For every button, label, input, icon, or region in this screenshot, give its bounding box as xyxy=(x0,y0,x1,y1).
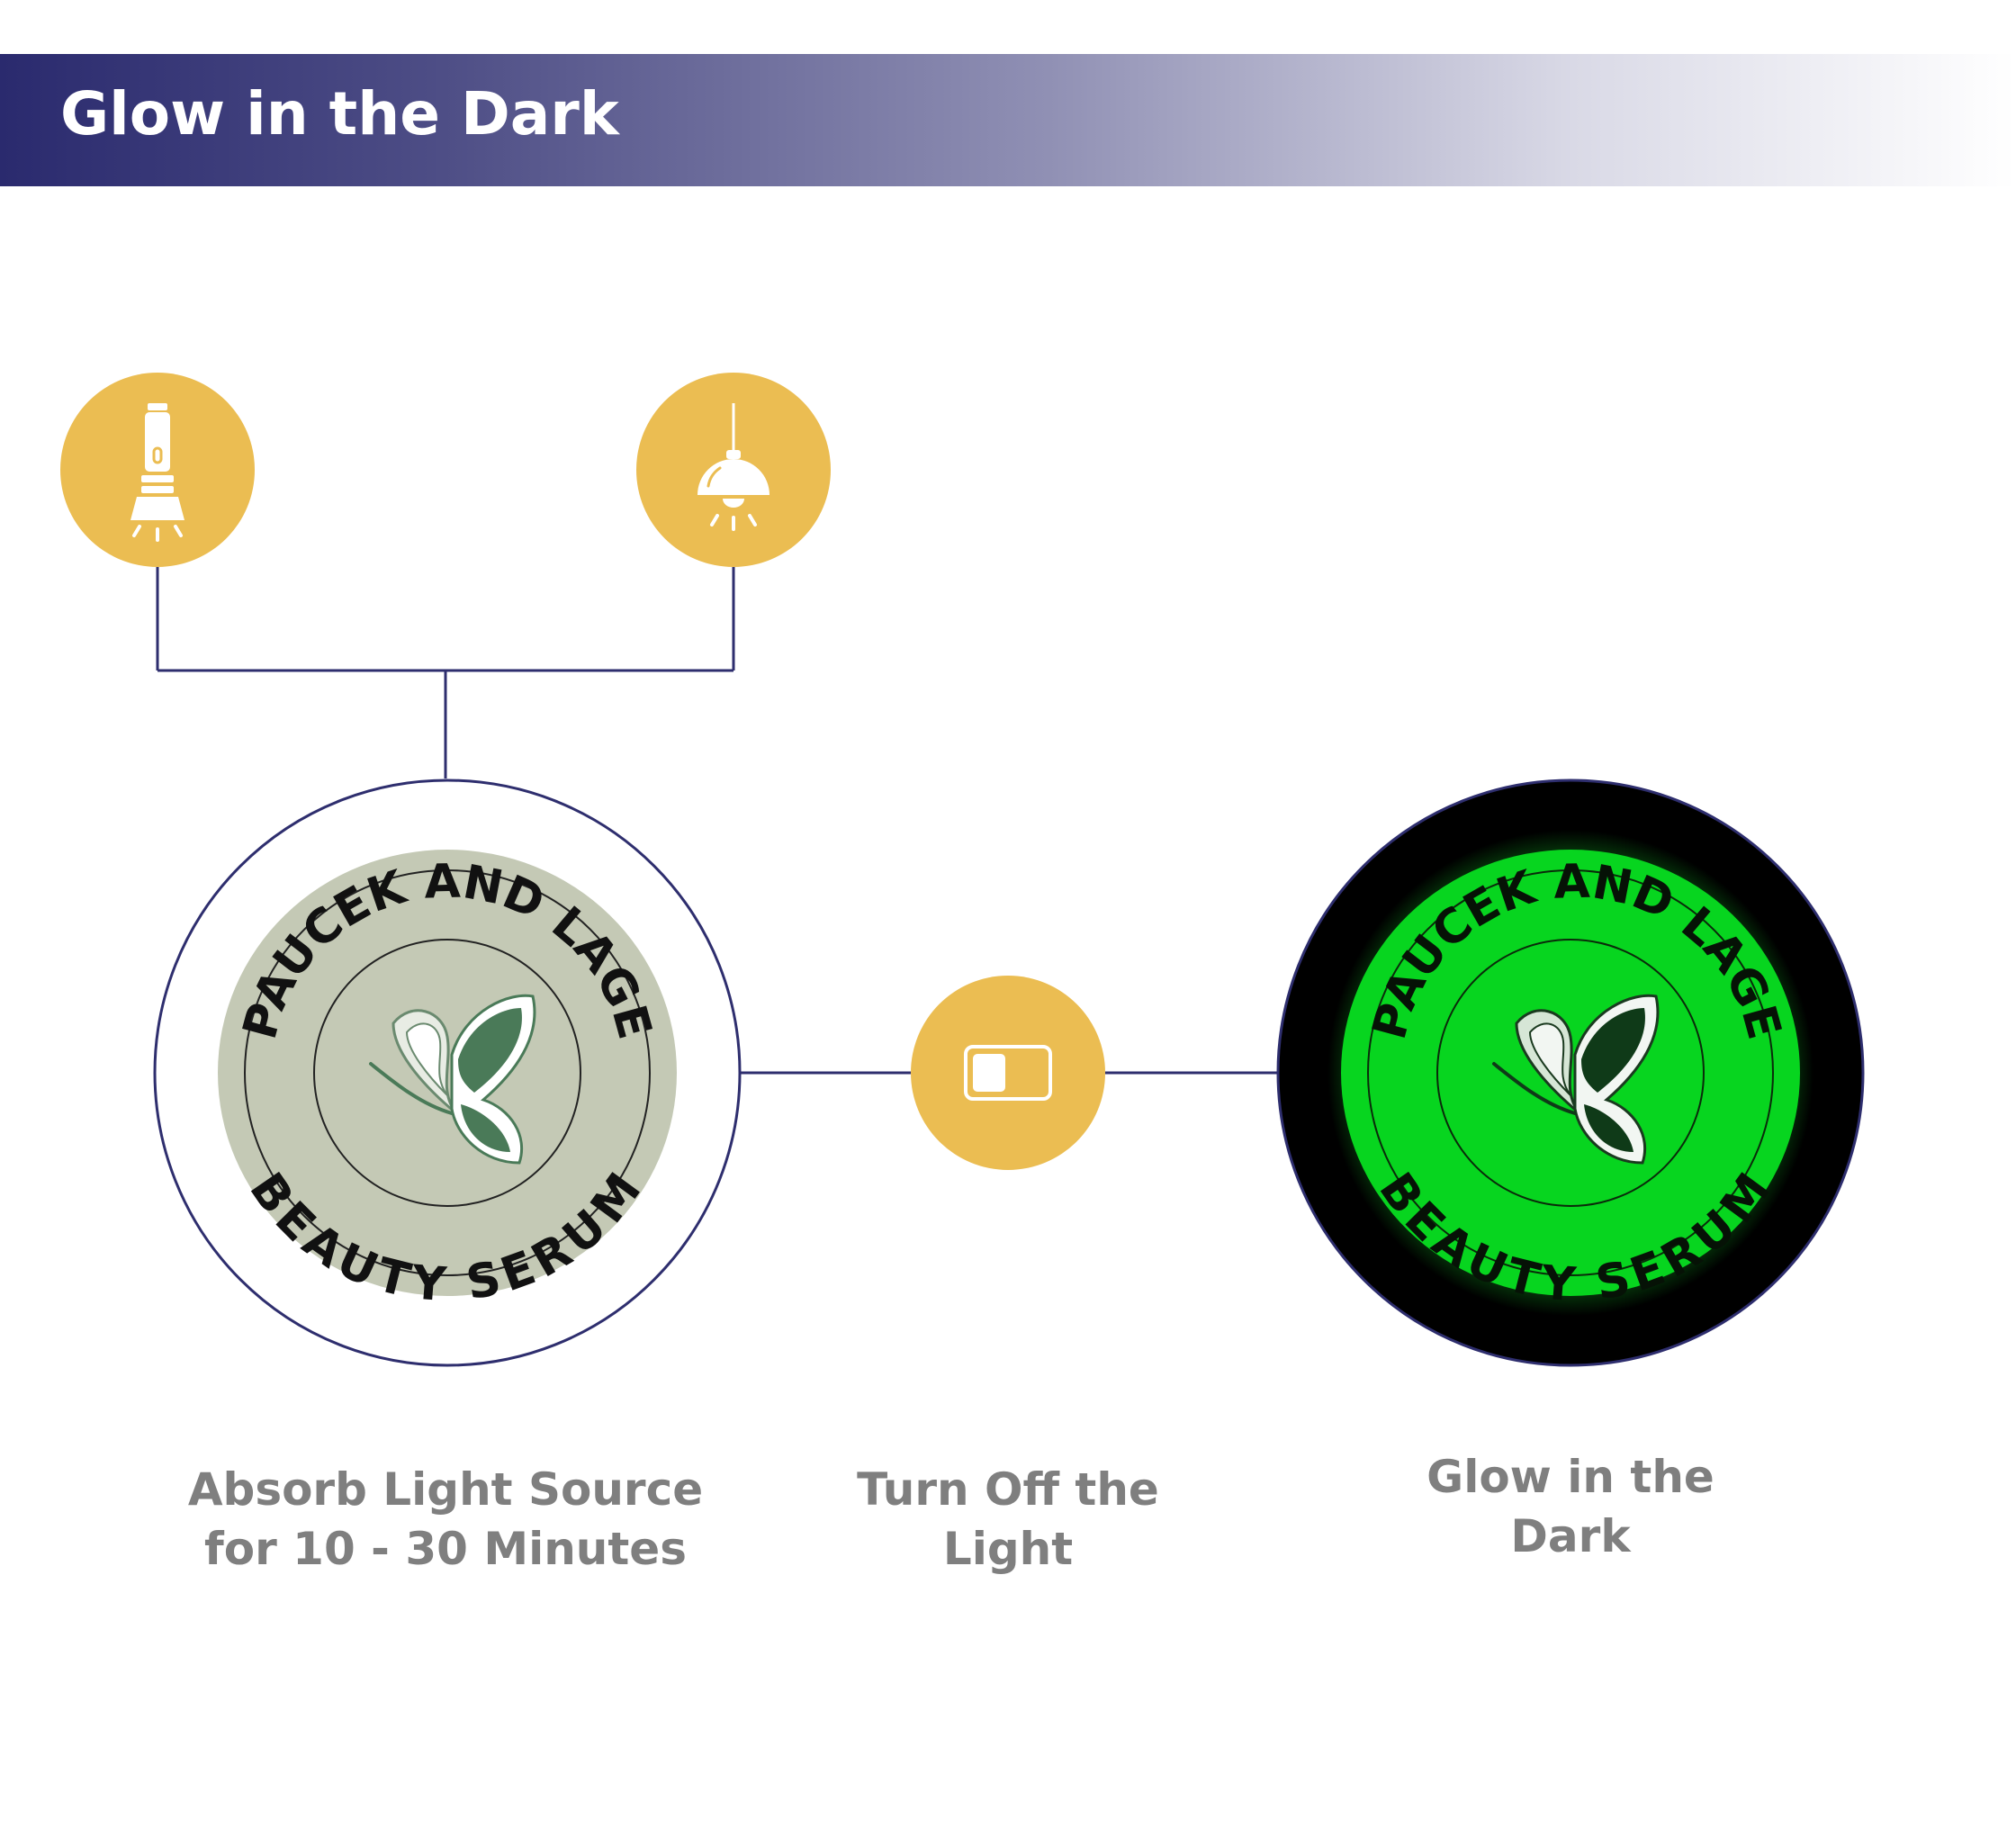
step-caption-line: Light xyxy=(942,1523,1074,1575)
butterfly-logo-icon xyxy=(369,994,536,1165)
header-banner xyxy=(0,54,2016,186)
step-caption-absorb: Absorb Light Source for 10 - 30 Minutes xyxy=(130,1460,760,1579)
step-caption-turn-off: Turn Off the Light xyxy=(783,1460,1233,1579)
step-caption-line: Absorb Light Source xyxy=(187,1463,704,1516)
step-caption-line: for 10 - 30 Minutes xyxy=(204,1523,687,1575)
connector-lines xyxy=(156,567,1278,1075)
flashlight-icon xyxy=(60,373,255,567)
step-caption-line: Dark xyxy=(1510,1510,1631,1562)
switch-off-icon xyxy=(911,976,1105,1170)
butterfly-logo-glow-icon xyxy=(1492,994,1660,1165)
page-title: Glow in the Dark xyxy=(60,79,619,148)
jar-light: PAUCEK AND LAGE BEAUTY SERUM xyxy=(153,778,742,1367)
jar-glow: PAUCEK AND LAGE BEAUTY SERUM xyxy=(1276,778,1865,1367)
step-caption-glow: Glow in the Dark xyxy=(1346,1447,1796,1566)
step-caption-line: Glow in the xyxy=(1426,1451,1714,1503)
pendant-lamp-icon xyxy=(636,373,831,567)
step-caption-line: Turn Off the xyxy=(857,1463,1159,1516)
